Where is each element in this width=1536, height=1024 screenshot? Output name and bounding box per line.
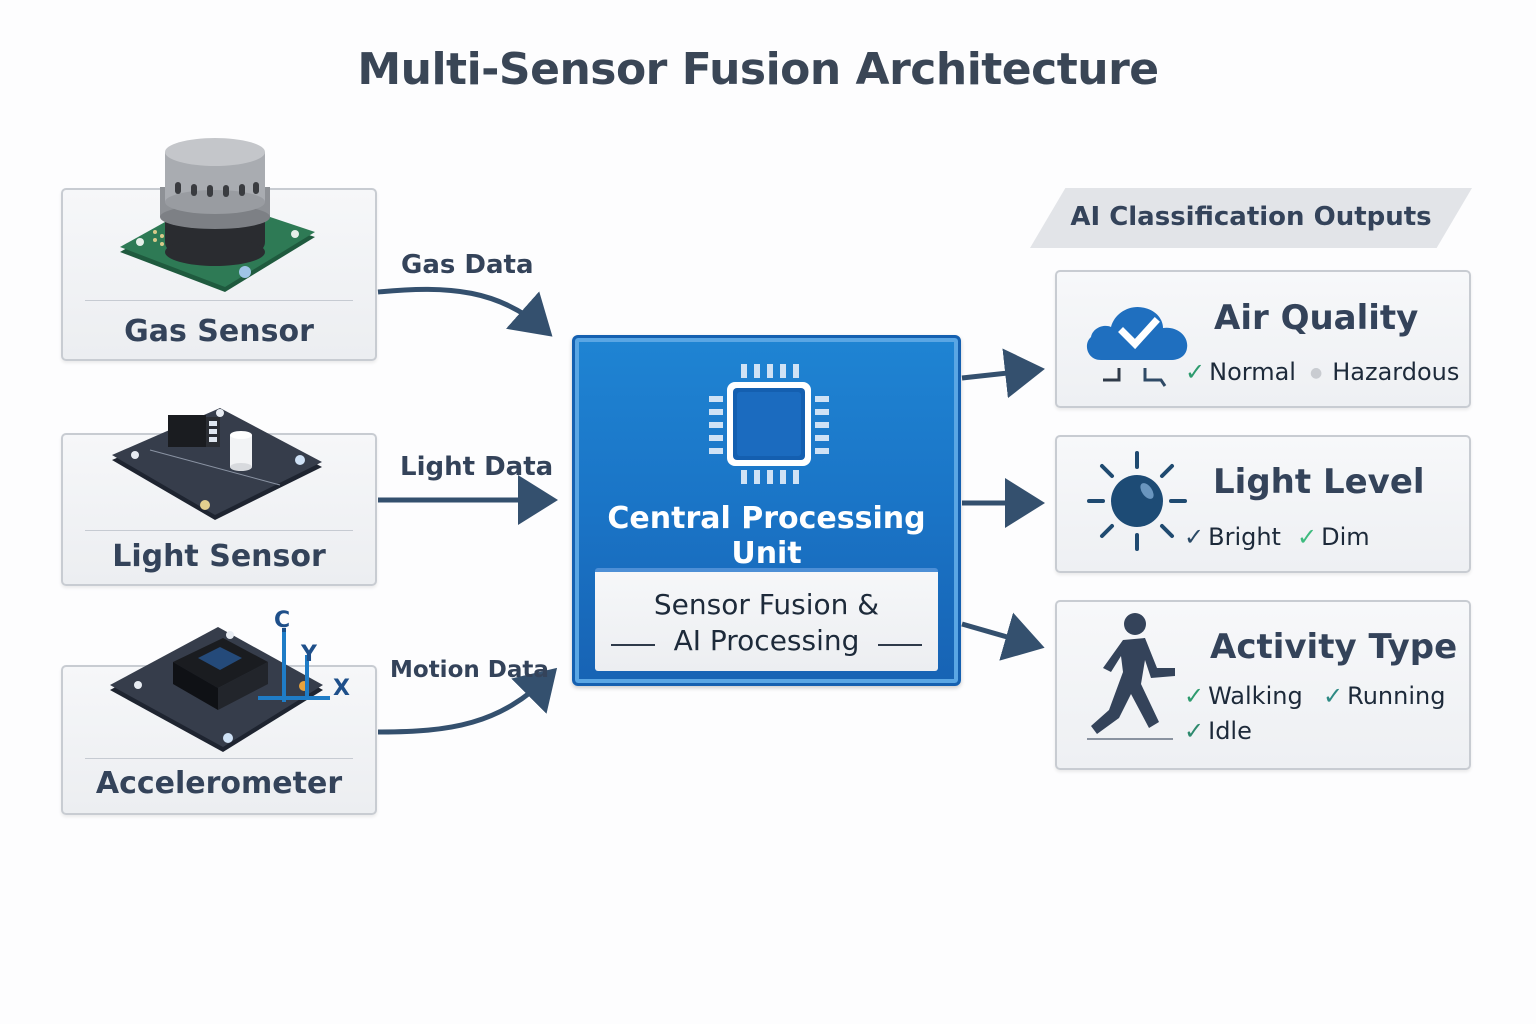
check-icon: ✓ [1184, 523, 1205, 551]
light-sensor-icon [112, 408, 322, 520]
arrow-motion-to-cpu [377, 667, 558, 735]
arrow-cpu-to-activity-type [961, 612, 1045, 661]
walking-person-icon [1091, 613, 1175, 734]
option-walking: ✓Walking [1184, 682, 1303, 710]
cpu-sub-line2: AI Processing [673, 624, 860, 657]
output-heading: Air Quality [1214, 298, 1419, 338]
option-idle: ✓Idle [1184, 717, 1252, 745]
sensor-fusion-panel: Sensor Fusion & AI Processing [595, 568, 938, 671]
axis-label-x: X [333, 676, 350, 701]
output-card-air-quality: Air Quality ✓Normal ● Hazardous [1055, 270, 1471, 408]
option-label: Dim [1321, 523, 1370, 551]
sensor-label: Light Sensor [112, 539, 326, 574]
check-icon: ✓ [1297, 523, 1318, 551]
option-dim: ✓Dim [1297, 523, 1370, 551]
card-divider [85, 530, 353, 531]
option-normal: ✓Normal [1185, 358, 1296, 386]
output-heading: Light Level [1213, 462, 1425, 502]
option-running: ✓Running [1323, 682, 1445, 710]
check-icon: ✓ [1323, 682, 1344, 710]
option-label: Bright [1208, 523, 1281, 551]
option-hazardous: ● Hazardous [1310, 358, 1459, 386]
decorative-dash [611, 644, 655, 646]
option-bright: ✓Bright [1184, 523, 1281, 551]
output-card-activity-type: Activity Type ✓Walking ✓Running ✓Idle [1055, 600, 1471, 770]
sensor-label: Gas Sensor [124, 314, 314, 349]
check-icon: ✓ [1185, 358, 1206, 386]
decorative-dash [878, 644, 922, 646]
arrow-cpu-to-air-quality [961, 348, 1045, 399]
card-divider [85, 758, 353, 759]
option-label: Idle [1208, 717, 1252, 745]
option-label: Hazardous [1332, 358, 1460, 386]
option-label: Walking [1208, 682, 1303, 710]
dot-icon: ● [1310, 365, 1323, 381]
accelerometer-icon [110, 627, 330, 752]
sun-icon [1087, 451, 1187, 551]
axis-label-c: C [274, 608, 291, 633]
axis-label-y: Y [301, 642, 317, 667]
ground-line [1087, 738, 1173, 740]
outputs-header-background [1030, 188, 1472, 248]
cpu-chip-icon [709, 364, 829, 484]
cloud-check-icon [1086, 306, 1188, 387]
diagram-title: Multi-Sensor Fusion Architecture [357, 44, 1159, 95]
cpu-sub-line1: Sensor Fusion & [653, 588, 880, 621]
cpu-title: Central Processing Unit [607, 501, 926, 571]
sensor-label: Accelerometer [95, 766, 343, 801]
connection-label-light: Light Data [400, 452, 554, 482]
option-label: Normal [1209, 358, 1296, 386]
connection-label-gas: Gas Data [401, 250, 534, 280]
gas-sensor-icon [120, 138, 315, 292]
output-heading: Activity Type [1210, 627, 1458, 667]
central-processing-unit: Central Processing Unit Sensor Fusion & … [572, 335, 961, 686]
option-label: Running [1347, 682, 1446, 710]
connection-label-motion: Motion Data [390, 657, 549, 683]
card-divider [85, 300, 353, 301]
sensor-card-gas: Gas Sensor [61, 188, 377, 361]
check-icon: ✓ [1184, 682, 1205, 710]
output-card-light-level: Light Level ✓Bright ✓Dim [1055, 435, 1471, 573]
outputs-header: AI Classification Outputs [1030, 188, 1472, 248]
arrow-gas-to-cpu [377, 286, 553, 337]
check-icon: ✓ [1184, 717, 1205, 745]
outputs-header-text: AI Classification Outputs [1070, 202, 1432, 232]
